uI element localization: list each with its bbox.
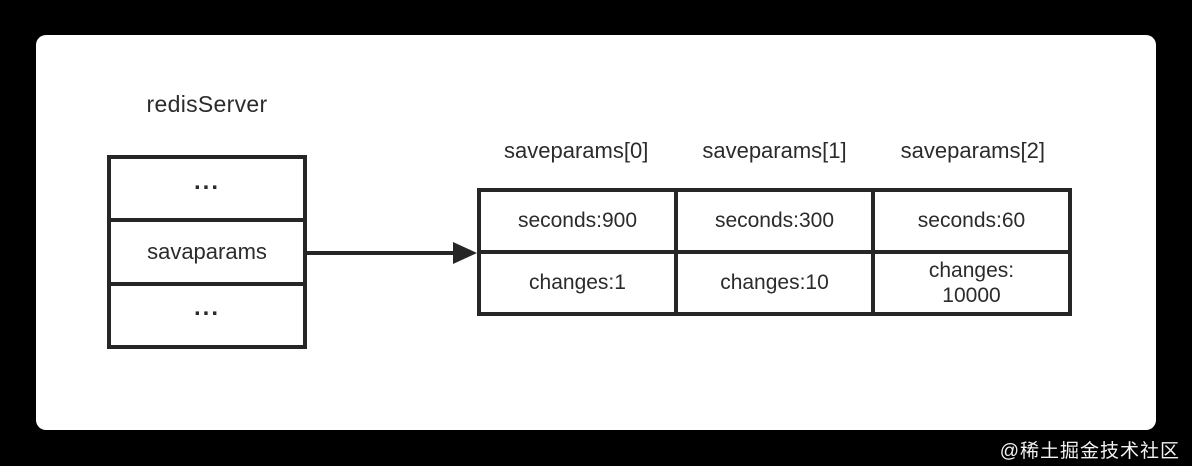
table-cell-changes-1: changes:10 <box>678 254 871 312</box>
arrow-right-icon <box>453 242 477 264</box>
redis-server-title: redisServer <box>146 91 268 117</box>
pointer-arrow-line <box>307 251 455 255</box>
saveparams-column-headers: saveparams[0] saveparams[1] saveparams[2… <box>477 136 1072 166</box>
table-cell-seconds-1: seconds:300 <box>678 192 871 250</box>
server-row-ellipsis-bottom: ... <box>111 285 303 345</box>
ellipsis-text: ... <box>193 167 220 195</box>
table-cell-seconds-0: seconds:900 <box>481 192 674 250</box>
header-saveparams-1: saveparams[1] <box>702 138 847 163</box>
ellipsis-text: ... <box>193 294 220 322</box>
watermark: @稀土掘金技术社区 <box>999 441 1180 462</box>
table-cell-changes-0: changes:1 <box>481 254 674 312</box>
redis-server-box: ... savaparams ... <box>107 155 307 349</box>
header-saveparams-0: saveparams[0] <box>504 138 649 163</box>
table-cell-changes-2: changes: 10000 <box>875 254 1068 312</box>
diagram-panel: redisServer ... savaparams ... saveparam… <box>36 35 1156 430</box>
saveparams-table: seconds:900 seconds:300 seconds:60 chang… <box>477 188 1072 316</box>
table-cell-seconds-2: seconds:60 <box>875 192 1068 250</box>
savaparams-label: savaparams <box>147 238 267 264</box>
header-saveparams-2: saveparams[2] <box>900 138 1045 163</box>
server-row-ellipsis-top: ... <box>111 159 303 219</box>
server-row-savaparams: savaparams <box>111 222 303 282</box>
